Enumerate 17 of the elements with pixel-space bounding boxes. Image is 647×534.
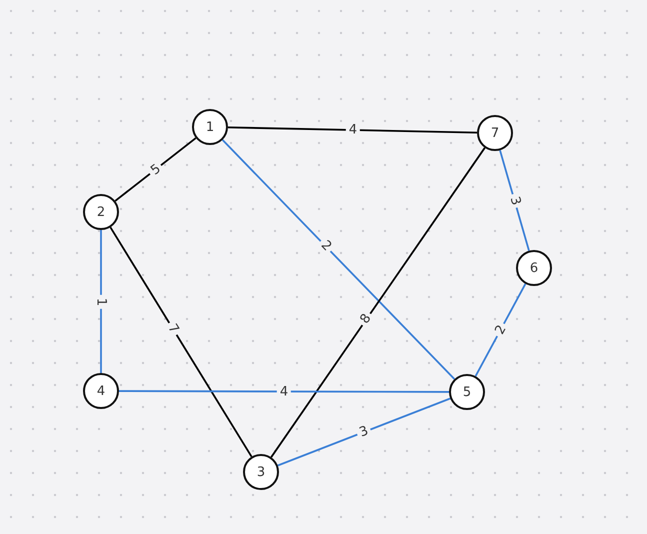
edge-line	[222, 139, 456, 380]
graph-node: 6	[516, 250, 552, 286]
edge-line	[119, 390, 449, 393]
graph-node: 7	[477, 115, 513, 151]
edge-line	[114, 137, 196, 202]
graph-node: 4	[83, 373, 119, 409]
edge-line	[270, 147, 486, 458]
edge-line	[474, 283, 526, 377]
graph-node: 2	[83, 194, 119, 230]
graph-node: 3	[243, 454, 279, 490]
edge-line	[100, 230, 102, 373]
edge-line	[110, 226, 252, 458]
edge-line	[228, 126, 478, 134]
graph-node: 1	[192, 109, 228, 145]
graph-node: 5	[449, 374, 485, 410]
edge-line	[499, 150, 530, 251]
edge-line	[277, 398, 451, 466]
